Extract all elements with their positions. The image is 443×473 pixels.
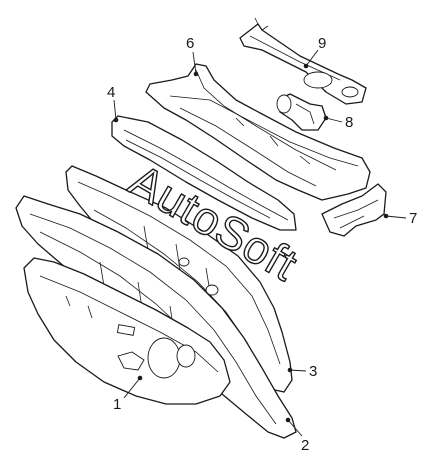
callout-3: 3 xyxy=(309,363,317,380)
part-9-wiper-linkage xyxy=(239,17,367,105)
callout-2: 2 xyxy=(301,437,309,454)
part-7-cowl-bracket xyxy=(321,183,387,237)
callout-6: 6 xyxy=(186,35,194,52)
part-1-dash-insulator xyxy=(23,257,231,405)
callout-9: 9 xyxy=(318,35,326,52)
part-6-cowl-top-panel xyxy=(145,63,371,201)
callout-8: 8 xyxy=(345,114,353,131)
leader-lines xyxy=(113,49,407,437)
callout-4: 4 xyxy=(107,84,115,101)
callout-1: 1 xyxy=(113,396,121,413)
callout-7: 7 xyxy=(409,210,417,227)
part-8-wiper-motor xyxy=(276,93,327,131)
callout-labels: 6 9 8 4 7 3 2 1 xyxy=(107,35,417,454)
part-4-upper-dash-panel xyxy=(111,115,297,231)
